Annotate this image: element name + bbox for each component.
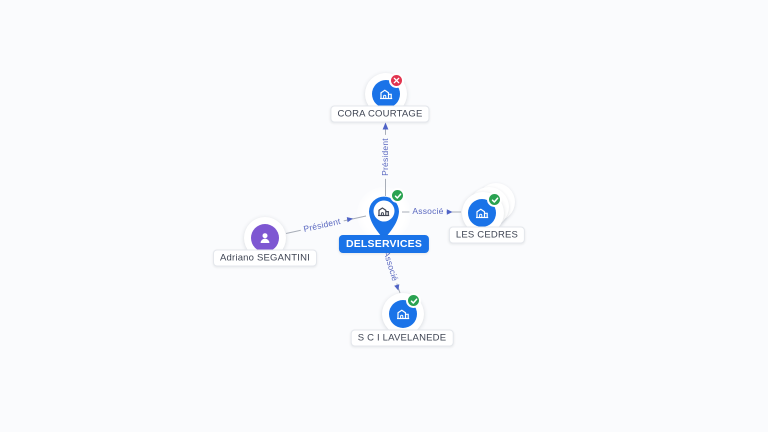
map-pin-icon[interactable] [366, 196, 402, 244]
active-status-badge [390, 188, 405, 203]
building-icon [476, 208, 489, 219]
active-status-badge [487, 192, 502, 207]
arrow-diagonal-icon [346, 217, 353, 223]
edge-label-president-up: Président [380, 135, 390, 179]
arrow-down-icon [394, 284, 400, 291]
closed-status-badge [389, 73, 404, 88]
check-icon [410, 297, 417, 304]
edge-label-associe-right: Associé [409, 206, 447, 216]
node-label-les-cedres[interactable]: LES CEDRES [448, 226, 526, 244]
active-status-badge [406, 293, 421, 308]
node-label-cora-courtage[interactable]: CORA COURTAGE [330, 105, 430, 123]
close-icon [393, 77, 400, 84]
check-icon [491, 196, 498, 203]
arrow-up-icon [382, 122, 389, 130]
building-icon [378, 207, 390, 217]
node-label-adriano-segantini[interactable]: Adriano SEGANTINI [213, 249, 317, 267]
person-icon [260, 233, 270, 243]
building-icon [380, 89, 393, 100]
person-disc[interactable] [251, 224, 279, 252]
arrow-right-icon [446, 209, 453, 215]
node-label-sci-lavelanede[interactable]: S C I LAVELANEDE [350, 329, 454, 347]
node-label-delservices[interactable]: DELSERVICES [338, 235, 430, 253]
check-icon [394, 192, 401, 199]
building-icon [397, 309, 410, 320]
